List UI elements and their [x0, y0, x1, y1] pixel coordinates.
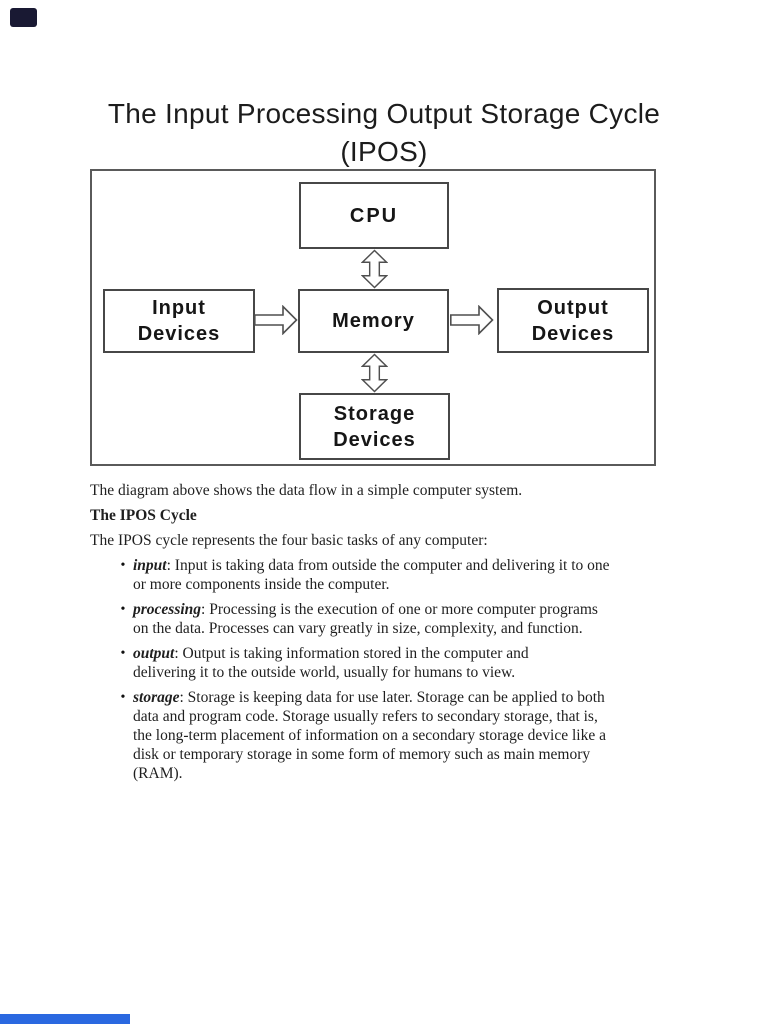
bullet-icon: •	[120, 690, 126, 705]
bullet-icon: •	[120, 558, 126, 573]
diagram-caption: The diagram above shows the data flow in…	[90, 482, 523, 499]
intro-sentence: The IPOS cycle represents the four basic…	[90, 532, 488, 549]
list-item-processing: • processing: Processing is the execution…	[90, 600, 686, 638]
bullet-term: storage	[133, 689, 180, 706]
section-heading: The IPOS Cycle	[90, 507, 197, 524]
double-arrow-vertical-icon	[361, 353, 388, 393]
bullet-text: : Storage is keeping data for use later.…	[133, 689, 606, 782]
list-item-storage: • storage: Storage is keeping data for us…	[90, 688, 686, 783]
viewer-corner-mark	[10, 8, 37, 27]
storage-devices-box: Storage Devices	[299, 393, 450, 460]
bullet-text: : Processing is the execution of one or …	[133, 601, 598, 637]
page-title: The Input Processing Output Storage Cycl…	[107, 98, 661, 129]
list-item-input: • input: Input is taking data from outsid…	[90, 556, 686, 594]
memory-box: Memory	[298, 289, 449, 353]
body-text: The diagram above shows the data flow in…	[90, 481, 686, 789]
output-devices-box: Output Devices	[497, 288, 649, 353]
ipos-diagram: CPU Input Devices Memory Output Devices …	[90, 169, 656, 466]
bullet-term: input	[133, 557, 167, 574]
cpu-box: CPU	[299, 182, 449, 249]
arrow-right-icon	[450, 305, 494, 335]
arrow-right-icon	[254, 305, 298, 335]
page-title-subline: (IPOS)	[340, 136, 428, 167]
reading-progress-bar	[0, 1014, 130, 1024]
list-item-output: • output: Output is taking information st…	[90, 644, 686, 682]
ipos-bullet-list: • input: Input is taking data from outsid…	[90, 556, 686, 783]
bullet-icon: •	[120, 602, 126, 617]
bullet-text: : Input is taking data from outside the …	[133, 557, 610, 593]
bullet-term: processing	[133, 601, 202, 618]
double-arrow-vertical-icon	[361, 249, 388, 289]
bullet-text: : Output is taking information stored in…	[133, 645, 529, 681]
bullet-icon: •	[120, 646, 126, 661]
input-devices-box: Input Devices	[103, 289, 255, 353]
bullet-term: output	[133, 645, 175, 662]
